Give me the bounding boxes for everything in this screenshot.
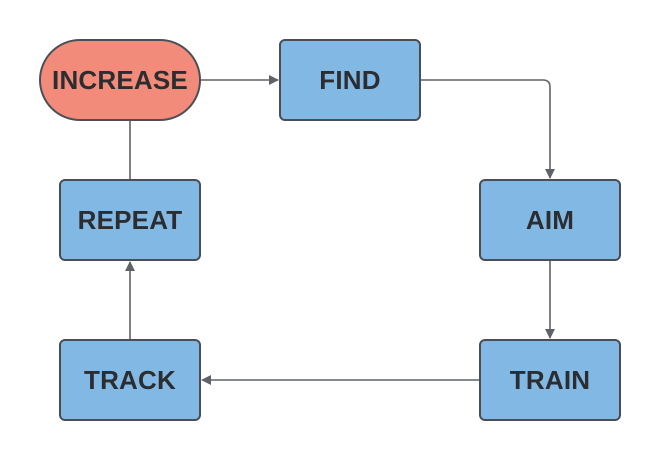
edge-find-to-aim	[421, 79, 555, 179]
node-train[interactable]: TRAIN	[479, 339, 621, 421]
node-aim-label: AIM	[525, 204, 575, 235]
node-train-label: TRAIN	[509, 364, 591, 395]
node-find-label: FIND	[319, 64, 381, 95]
node-aim[interactable]: AIM	[479, 179, 621, 261]
node-find[interactable]: FIND	[279, 39, 421, 121]
node-increase[interactable]: INCREASE	[39, 39, 201, 121]
node-repeat-label: REPEAT	[77, 204, 183, 235]
node-track-label: TRACK	[84, 364, 176, 395]
node-repeat[interactable]: REPEAT	[59, 179, 201, 261]
node-track[interactable]: TRACK	[59, 339, 201, 421]
node-increase-label: INCREASE	[52, 64, 188, 95]
